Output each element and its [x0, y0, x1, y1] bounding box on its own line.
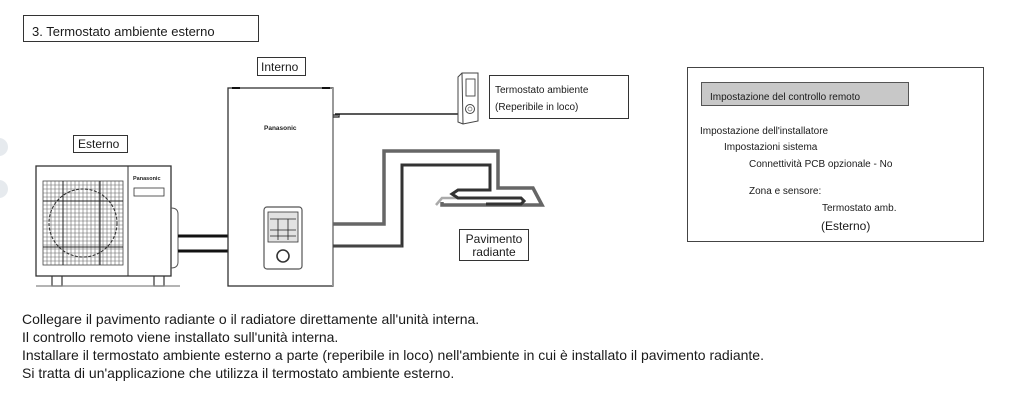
description-line: Installare il termostato ambiente estern…: [22, 347, 764, 363]
settings-line-external: (Esterno): [821, 219, 871, 233]
indoor-unit: [227, 87, 334, 287]
outdoor-unit: [35, 165, 180, 287]
remote-settings-header: Impostazione del controllo remoto: [701, 82, 909, 106]
indoor-brand-logo: Panasonic: [264, 125, 297, 132]
outdoor-unit-label: Esterno: [73, 135, 128, 153]
room-thermostat-icon: [457, 72, 479, 125]
remote-controller-icon: [263, 206, 303, 270]
room-thermostat-label-line1: Termostato ambiente: [495, 85, 589, 96]
description-line: Il controllo remoto viene installato sul…: [22, 329, 339, 345]
floor-heating-label: Pavimento radiante: [459, 229, 529, 261]
settings-line-pcb: Connettività PCB opzionale - No: [749, 159, 893, 170]
room-thermostat-label-line2: (Reperibile in loco): [495, 102, 579, 113]
room-thermostat-label: Termostato ambiente (Reperibile in loco): [489, 75, 629, 119]
description-line: Si tratta di un'applicazione che utilizz…: [22, 365, 455, 381]
settings-line-thermostat: Termostato amb.: [822, 203, 897, 214]
settings-line-system: Impostazioni sistema: [724, 142, 818, 153]
indoor-unit-label: Interno: [257, 57, 306, 76]
outdoor-brand-logo: Panasonic: [133, 176, 161, 182]
floor-heating-label-line1: Pavimento: [465, 232, 523, 246]
section-title: 3. Termostato ambiente esterno: [23, 15, 259, 42]
remote-settings-panel: Impostazione del controllo remoto Impost…: [687, 67, 984, 242]
floor-heating-label-line2: radiante: [472, 245, 516, 259]
floor-heating-pipes: [333, 149, 545, 248]
edge-decoration: [0, 138, 8, 156]
settings-line-installer: Impostazione dell'installatore: [700, 126, 829, 137]
settings-line-zone: Zona e sensore:: [749, 186, 822, 197]
description-line: Collegare il pavimento radiante o il rad…: [22, 311, 480, 327]
fan-grill-icon: [42, 180, 124, 266]
edge-decoration: [0, 180, 8, 198]
